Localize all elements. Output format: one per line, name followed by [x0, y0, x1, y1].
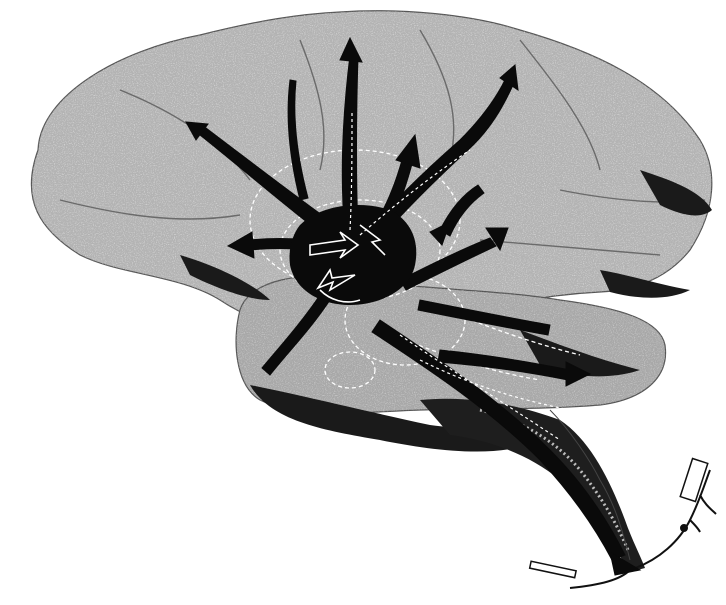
nerve-rootlet	[680, 459, 708, 502]
convergence-hub	[289, 205, 416, 305]
scale-bar	[530, 561, 576, 577]
temporal-lobe-texture	[236, 276, 665, 413]
